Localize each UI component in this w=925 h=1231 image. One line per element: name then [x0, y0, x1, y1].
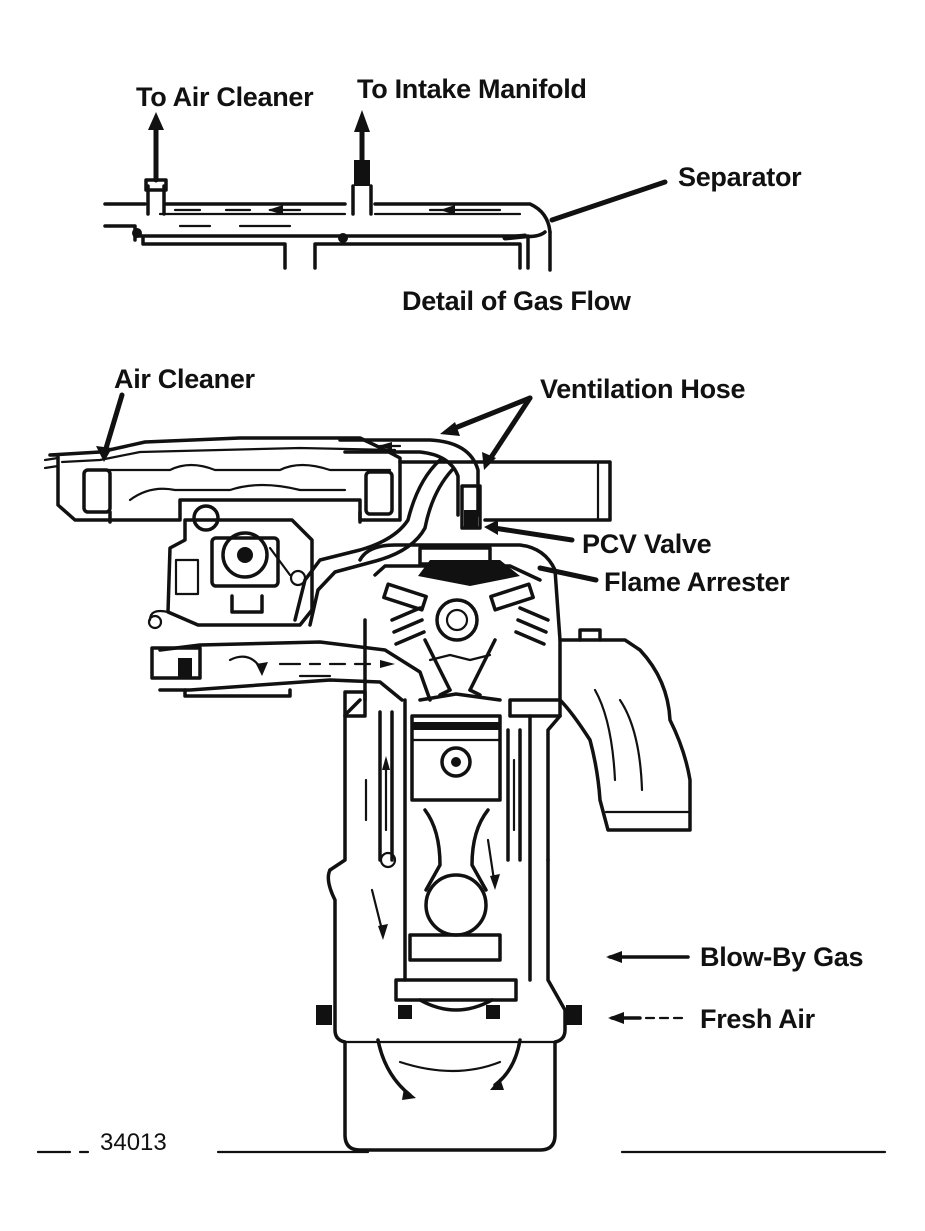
figure-number: 34013 [100, 1129, 167, 1156]
intake-manifold [150, 640, 432, 718]
arrow-to-intake-manifold [354, 110, 370, 132]
pcv-valve [460, 484, 482, 530]
carburetor [147, 504, 314, 630]
flame-arrester-label: Flame Arrester [604, 567, 790, 597]
engine-block [328, 692, 562, 982]
detail-of-gas-flow-label: Detail of Gas Flow [402, 286, 632, 316]
gas-flow-detail [103, 110, 668, 272]
air-cleaner-label: Air Cleaner [114, 364, 256, 394]
blow-by-gas-label: Blow-By Gas [700, 942, 863, 972]
exhaust-manifold [508, 628, 692, 832]
legend-blow-by-gas: Blow-By Gas [606, 942, 864, 972]
to-intake-manifold-label: To Intake Manifold [357, 74, 587, 104]
fresh-air-label: Fresh Air [700, 1004, 816, 1034]
legend-fresh-air: Fresh Air [608, 1004, 816, 1034]
ventilation-hose-label: Ventilation Hose [540, 374, 746, 404]
solid-arrow-icon [606, 951, 622, 963]
engine-cross-section [43, 392, 692, 1152]
figure-footer: 34013 [36, 1129, 887, 1156]
to-air-cleaner-label: To Air Cleaner [136, 82, 314, 112]
air-cleaner-housing [43, 436, 612, 524]
oil-pan [316, 858, 582, 1152]
cylinder-head [358, 543, 562, 702]
legend: Blow-By Gas Fresh Air [606, 942, 864, 1034]
arrow-to-air-cleaner [148, 112, 164, 130]
pcv-valve-label: PCV Valve [582, 529, 712, 559]
ventilation-hose [293, 438, 480, 627]
separator-label: Separator [678, 162, 802, 192]
dashed-arrow-icon [608, 1012, 624, 1024]
